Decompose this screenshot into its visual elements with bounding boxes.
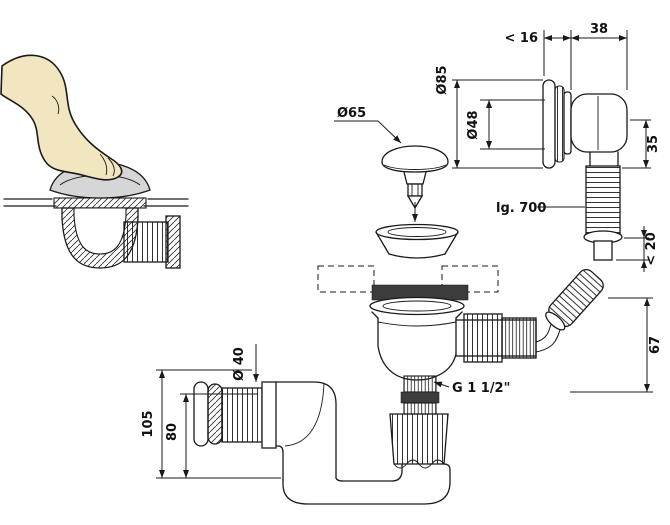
dimension-thread: G 1 1/2" bbox=[433, 381, 510, 396]
wall-inlet-head bbox=[542, 79, 628, 261]
lt16-label: < 16 bbox=[504, 31, 538, 46]
elbow-inner-arc bbox=[284, 383, 325, 447]
outlet-elbow-assembly bbox=[193, 381, 451, 505]
wall-rosette-dark bbox=[207, 383, 223, 445]
funnel-bottom bbox=[388, 253, 446, 259]
cap-stem bbox=[403, 171, 427, 185]
top-extension-lines bbox=[543, 30, 628, 90]
dia65-label: Ø65 bbox=[337, 106, 366, 121]
tray-slab-right bbox=[441, 265, 499, 293]
tray-surface-line bbox=[3, 198, 189, 207]
tray-cutout-dashed bbox=[317, 265, 499, 293]
hose-coil bbox=[545, 268, 604, 331]
dimension-h35: 35 bbox=[622, 119, 661, 169]
elbow-inner-wall bbox=[275, 445, 284, 479]
click-cap-assembly bbox=[381, 145, 449, 222]
body-sides bbox=[377, 317, 457, 347]
tailpiece-thread-upper bbox=[403, 375, 437, 393]
dimension-h105: 105 bbox=[141, 369, 281, 479]
dimension-dia48: Ø48 bbox=[466, 99, 545, 150]
head-body bbox=[570, 93, 628, 153]
pipe-top-sweep bbox=[335, 464, 403, 482]
dia65-leader bbox=[334, 120, 402, 144]
elbow-hub bbox=[261, 381, 277, 449]
drain-outlet-endcap-section bbox=[165, 215, 181, 269]
h105-label: 105 bbox=[141, 410, 156, 437]
trap-nut-scallops bbox=[393, 459, 445, 469]
toe-lines bbox=[51, 95, 115, 177]
dimension-lt20: < 20 bbox=[616, 226, 659, 272]
lt20-label: < 20 bbox=[644, 232, 659, 266]
dimension-lg700: lg. 700 bbox=[496, 201, 585, 216]
w38-label: 38 bbox=[590, 22, 608, 37]
top-funnel-flange bbox=[375, 223, 459, 259]
foot-shape bbox=[0, 54, 123, 181]
cap-guide-lines bbox=[411, 184, 419, 196]
side-outlet-nut bbox=[463, 313, 503, 363]
dimension-top-width: < 16 38 bbox=[504, 22, 628, 90]
h35-label: 35 bbox=[646, 135, 661, 153]
h67-label: 67 bbox=[648, 336, 663, 354]
dia48-label: Ø48 bbox=[466, 110, 481, 139]
body-bowl bbox=[377, 345, 457, 381]
corrugated-hose bbox=[585, 165, 621, 235]
h105-extension-lines bbox=[156, 369, 281, 479]
dia48-extension-lines bbox=[480, 99, 545, 150]
cap-guide-cylinder bbox=[407, 183, 423, 197]
flange-disc-ribbed bbox=[554, 85, 565, 163]
elbow-nut bbox=[221, 387, 263, 443]
dimension-dia85: Ø85 bbox=[435, 65, 543, 169]
hose-cuff bbox=[593, 240, 613, 261]
flange-disc-outer bbox=[542, 79, 556, 169]
tray-slab-left bbox=[317, 265, 375, 293]
drain-body bbox=[369, 296, 537, 469]
funnel-inner-rim bbox=[387, 227, 447, 237]
dia85-extension-lines bbox=[452, 79, 543, 169]
cap-top bbox=[381, 145, 449, 173]
dimension-dia40: Ø 40 bbox=[232, 344, 259, 382]
hose-neck bbox=[589, 151, 619, 167]
tailpiece-gasket bbox=[400, 391, 440, 404]
body-top-ring bbox=[369, 296, 465, 316]
trap-union-nut bbox=[389, 413, 449, 465]
foot-press-illustration bbox=[0, 54, 189, 269]
body-band bbox=[377, 321, 457, 327]
drain-top-flange-section bbox=[53, 197, 147, 209]
pipe-bottom-sweep bbox=[282, 463, 451, 505]
wall-rosette-outer bbox=[193, 381, 209, 447]
side-outlet-thread bbox=[501, 317, 537, 359]
h80-label: 80 bbox=[165, 423, 180, 441]
lg700-label: lg. 700 bbox=[496, 201, 546, 216]
drain-side-outlet-section bbox=[123, 221, 169, 263]
cap-edge-line bbox=[383, 164, 447, 170]
dia85-label: Ø85 bbox=[435, 65, 450, 94]
overflow-hose-end bbox=[535, 268, 604, 353]
body-shoulders bbox=[371, 311, 463, 319]
elbow-outer-wall bbox=[275, 381, 337, 479]
funnel-sides bbox=[375, 231, 459, 255]
hose-coil-opening bbox=[545, 311, 566, 331]
dimension-h67: 67 bbox=[570, 297, 663, 393]
body-top-ring-inner bbox=[382, 300, 452, 312]
flange-disc-inner bbox=[563, 91, 572, 155]
thread-label: G 1 1/2" bbox=[452, 381, 510, 396]
tailpiece-thread-lower bbox=[403, 402, 437, 415]
thread-leader bbox=[433, 381, 450, 388]
dimension-h80: 80 bbox=[165, 393, 258, 478]
dimension-dia65: Ø65 bbox=[334, 106, 402, 144]
dia40-label: Ø 40 bbox=[232, 347, 247, 381]
